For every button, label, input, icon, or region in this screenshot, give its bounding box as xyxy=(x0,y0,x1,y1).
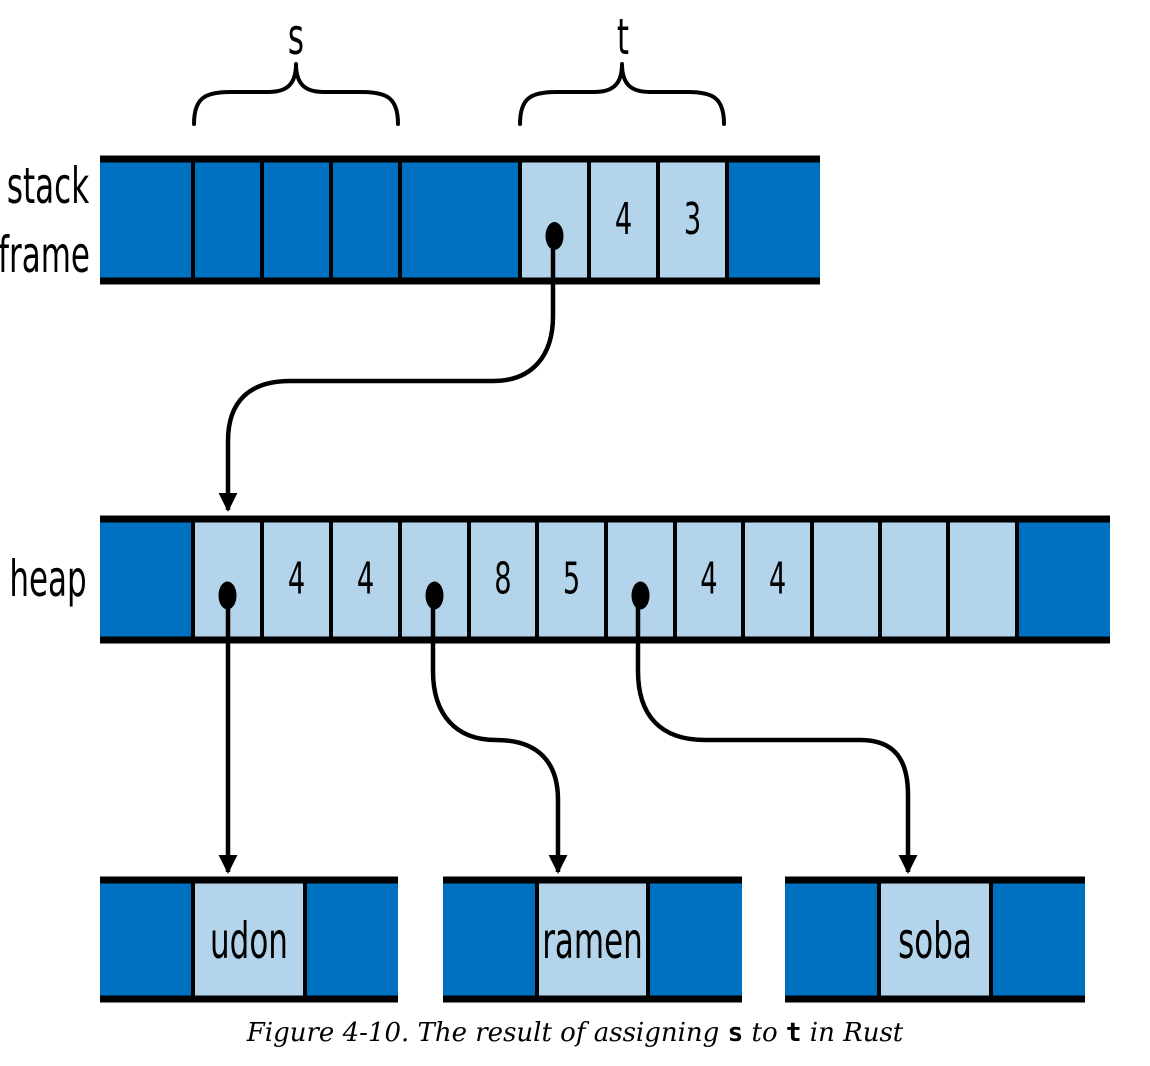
stack-cell-8 xyxy=(727,159,820,281)
heap-pointer-dot-7 xyxy=(631,581,650,610)
string-text-ramen: ramen xyxy=(542,911,643,970)
string-text-soba: soba xyxy=(898,911,972,970)
caption-suffix: in Rust xyxy=(801,1018,904,1048)
brace-s xyxy=(192,62,400,126)
stack-cell-value-7: 3 xyxy=(684,193,701,245)
heap-cell-value-3: 4 xyxy=(357,553,374,605)
arrow-heap-to-soba xyxy=(635,600,918,874)
stack-cell-6 xyxy=(589,159,658,281)
string-buffer-udon: udon xyxy=(100,876,398,1003)
stack-cell-3 xyxy=(331,159,400,281)
heap-cell-value-8: 4 xyxy=(700,553,717,605)
heap-label: heap xyxy=(9,549,86,608)
caption-prefix: Figure 4-10. The result of assigning xyxy=(246,1018,728,1048)
string-text-cell xyxy=(193,880,305,999)
caption-code-s: s xyxy=(727,1018,744,1048)
heap-cell-0 xyxy=(100,519,193,640)
stack-cell-7 xyxy=(658,159,727,281)
string-text-cell xyxy=(537,880,648,999)
stack-pointer-dot-5 xyxy=(545,222,564,250)
string-pad-right xyxy=(305,880,398,999)
stack-cell-1 xyxy=(193,159,262,281)
heap-cell-2 xyxy=(262,519,331,640)
figure-caption: Figure 4-10. The result of assigning s t… xyxy=(0,1018,1150,1048)
heap-cell-9 xyxy=(743,519,812,640)
stack-frame-label-line2: frame xyxy=(0,225,90,284)
var-label-t: t xyxy=(617,7,629,66)
var-label-s: s xyxy=(288,7,304,66)
string-pad-left xyxy=(443,880,537,999)
string-text-udon: udon xyxy=(210,911,288,970)
string-buffer-ramen: ramen xyxy=(443,876,742,1003)
heap-cell-value-2: 4 xyxy=(288,553,305,605)
stack-cell-value-6: 4 xyxy=(615,193,632,245)
caption-middle: to xyxy=(743,1018,786,1048)
heap-cell-10 xyxy=(812,519,880,640)
stack-cell-2 xyxy=(262,159,331,281)
heap-cell-12 xyxy=(948,519,1017,640)
string-pad-left xyxy=(100,880,193,999)
arrow-heap-to-ramen xyxy=(430,600,568,874)
arrow-stack-to-heap xyxy=(218,240,556,512)
heap-cell-7 xyxy=(606,519,675,640)
heap-cell-value-5: 8 xyxy=(494,553,511,605)
heap-cell-13 xyxy=(1017,519,1110,640)
heap-pointer-dot-1 xyxy=(218,581,237,610)
heap-cell-6 xyxy=(537,519,606,640)
string-text-cell xyxy=(879,880,991,999)
heap-cell-8 xyxy=(675,519,743,640)
heap-cell-3 xyxy=(331,519,400,640)
string-pad-left xyxy=(785,880,879,999)
string-pad-right xyxy=(648,880,742,999)
stack-frame-label-line1: stack xyxy=(7,156,89,215)
heap-cell-11 xyxy=(880,519,948,640)
heap-cell-5 xyxy=(469,519,537,640)
heap-cell-value-6: 5 xyxy=(563,553,580,605)
heap-pointer-dot-4 xyxy=(425,581,444,610)
stack-cell-0 xyxy=(100,159,193,281)
string-pad-right xyxy=(991,880,1085,999)
string-buffers: udon ramen soba xyxy=(100,876,1085,1003)
heap-cell-value-9: 4 xyxy=(769,553,786,605)
brace-t xyxy=(518,62,726,126)
stack-cell-4 xyxy=(400,159,520,281)
string-buffer-soba: soba xyxy=(785,876,1085,1003)
caption-code-t: t xyxy=(785,1018,802,1048)
